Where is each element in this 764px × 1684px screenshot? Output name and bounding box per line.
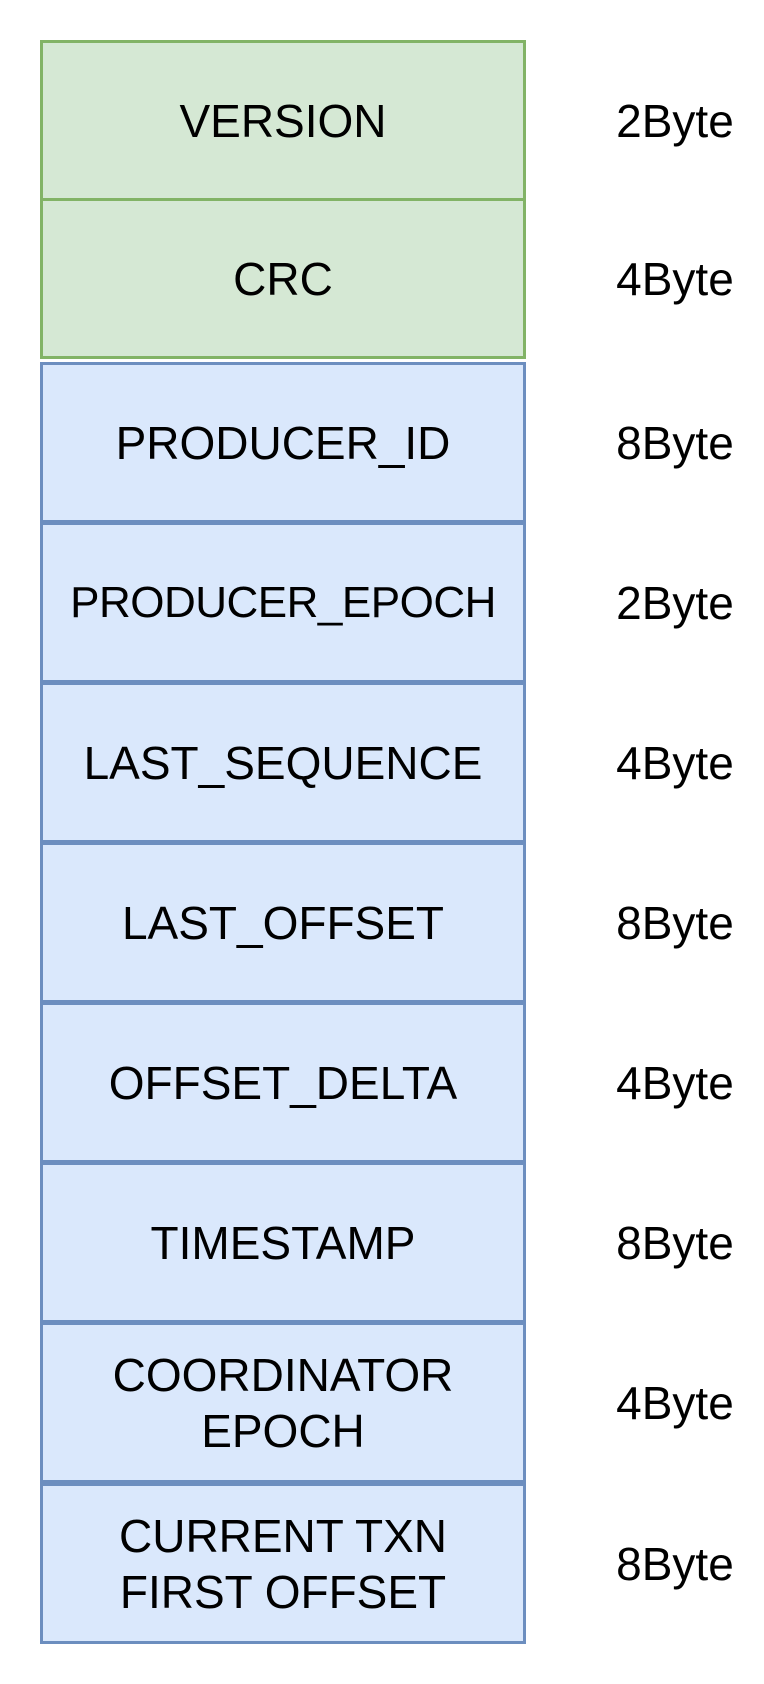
field-label-version: VERSION [179,94,387,147]
field-label-offset-delta: OFFSET_DELTA [108,1056,458,1109]
field-size-version: 2Byte [616,94,734,147]
field-size-timestamp: 8Byte [616,1216,734,1269]
field-box-offset-delta: OFFSET_DELTA [40,1002,526,1163]
field-size-last-offset: 8Byte [616,896,734,949]
field-row-producer-id: PRODUCER_ID 8Byte [40,362,734,523]
field-box-coordinator-epoch: COORDINATOR EPOCH [40,1322,526,1483]
field-box-last-sequence: LAST_SEQUENCE [40,682,526,843]
field-box-crc: CRC [40,198,526,359]
field-box-version: VERSION [40,40,526,201]
field-label-last-sequence: LAST_SEQUENCE [83,736,483,789]
field-label-last-offset: LAST_OFFSET [121,896,445,949]
field-row-producer-epoch: PRODUCER_EPOCH 2Byte [40,522,734,683]
field-size-coordinator-epoch: 4Byte [616,1376,734,1429]
field-box-producer-epoch: PRODUCER_EPOCH [40,522,526,683]
field-row-last-sequence: LAST_SEQUENCE 4Byte [40,682,734,843]
field-box-last-offset: LAST_OFFSET [40,842,526,1003]
field-label-timestamp: TIMESTAMP [150,1216,416,1269]
field-label-coordinator-epoch: COORDINATOR EPOCH [112,1348,454,1457]
field-row-version: VERSION 2Byte [40,40,734,201]
field-box-current-txn-first-offset: CURRENT TXN FIRST OFFSET [40,1483,526,1644]
field-row-crc: CRC 4Byte [40,198,734,359]
field-size-current-txn-first-offset: 8Byte [616,1537,734,1590]
field-size-last-sequence: 4Byte [616,736,734,789]
field-size-producer-epoch: 2Byte [616,576,734,629]
field-label-crc: CRC [233,252,333,305]
field-label-current-txn-first-offset: CURRENT TXN FIRST OFFSET [119,1509,447,1618]
field-size-crc: 4Byte [616,252,734,305]
field-row-timestamp: TIMESTAMP 8Byte [40,1162,734,1323]
field-box-producer-id: PRODUCER_ID [40,362,526,523]
field-label-producer-epoch: PRODUCER_EPOCH [70,577,496,627]
field-label-producer-id: PRODUCER_ID [115,416,451,469]
field-size-producer-id: 8Byte [616,416,734,469]
field-row-current-txn-first-offset: CURRENT TXN FIRST OFFSET 8Byte [40,1483,734,1644]
field-box-timestamp: TIMESTAMP [40,1162,526,1323]
field-row-last-offset: LAST_OFFSET 8Byte [40,842,734,1003]
field-row-coordinator-epoch: COORDINATOR EPOCH 4Byte [40,1322,734,1483]
field-row-offset-delta: OFFSET_DELTA 4Byte [40,1002,734,1163]
field-size-offset-delta: 4Byte [616,1056,734,1109]
